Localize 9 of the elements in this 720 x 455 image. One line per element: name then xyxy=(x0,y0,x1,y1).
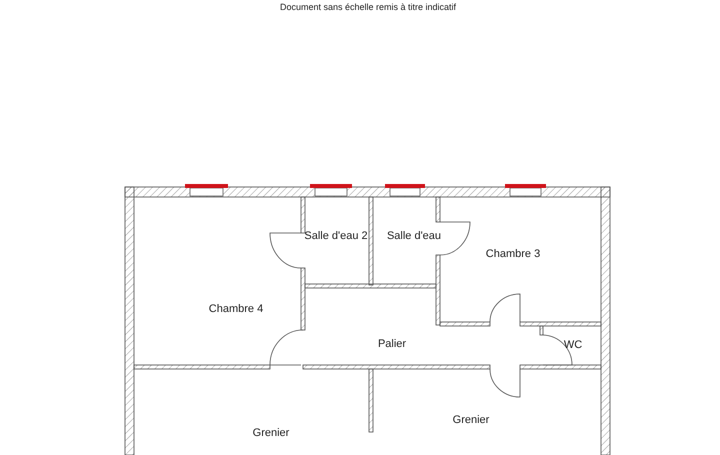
room-label: Grenier xyxy=(452,414,490,426)
room-label: Chambre 4 xyxy=(208,302,264,316)
room-label: Salle d'eau xyxy=(386,230,442,242)
room-label: Grenier xyxy=(252,426,290,440)
note-text: Document sans échelle remis à titre indicatif xyxy=(280,3,456,13)
room-label: WC xyxy=(564,338,582,352)
room-label: Chambre 3 xyxy=(486,248,540,260)
room-label: Palier xyxy=(378,338,406,350)
room-label: Salle d'eau 2 xyxy=(304,230,368,242)
